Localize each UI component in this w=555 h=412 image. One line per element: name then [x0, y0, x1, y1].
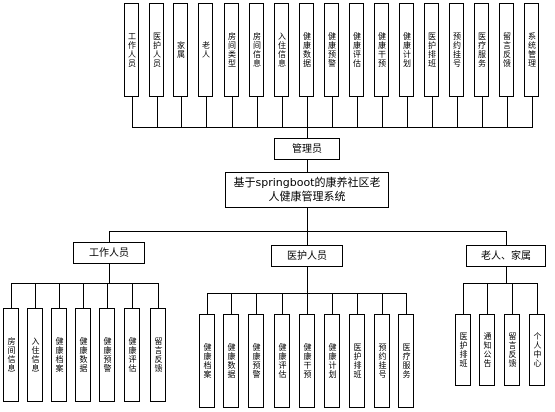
- medical-module-7: 预约挂号: [374, 314, 390, 408]
- top-module-15: 留言反馈: [499, 3, 514, 97]
- staff-module-6: 留言反馈: [150, 308, 166, 402]
- elder-module-1: 通知公告: [479, 314, 495, 386]
- top-module-12: 医护排班: [424, 3, 439, 97]
- root-system-node: 基于springboot的康养社区老人健康管理系统: [225, 172, 389, 208]
- staff-module-1: 入住信息: [27, 308, 43, 402]
- branch-elder-family: 老人、家属: [466, 245, 546, 267]
- medical-module-8: 医疗服务: [398, 314, 414, 408]
- medical-module-0: 健康档案: [199, 314, 215, 408]
- elder-module-3: 个人中心: [529, 314, 545, 386]
- top-module-2: 家属: [173, 3, 188, 97]
- top-module-7: 健康数据: [299, 3, 314, 97]
- elder-module-2: 留言反馈: [504, 314, 520, 386]
- staff-module-3: 健康数据: [75, 308, 91, 402]
- staff-module-2: 健康档案: [51, 308, 67, 402]
- top-module-11: 健康计划: [399, 3, 414, 97]
- top-module-3: 老人: [198, 3, 213, 97]
- medical-module-2: 健康预警: [248, 314, 264, 408]
- medical-module-1: 健康数据: [223, 314, 239, 408]
- branch-staff: 工作人员: [73, 242, 145, 264]
- medical-module-6: 医护排班: [349, 314, 365, 408]
- staff-module-0: 房间信息: [3, 308, 19, 402]
- top-module-16: 系统管理: [524, 3, 539, 97]
- top-module-13: 预约挂号: [449, 3, 464, 97]
- branch-medical: 医护人员: [271, 245, 343, 267]
- admin-node: 管理员: [274, 138, 340, 160]
- top-module-10: 健康干预: [374, 3, 389, 97]
- elder-module-0: 医护排班: [455, 314, 471, 386]
- medical-module-3: 健康评估: [274, 314, 290, 408]
- staff-module-4: 健康预警: [99, 308, 115, 402]
- top-module-4: 房间类型: [224, 3, 239, 97]
- top-module-1: 医护人员: [149, 3, 164, 97]
- medical-module-4: 健康干预: [299, 314, 315, 408]
- staff-module-5: 健康评估: [124, 308, 140, 402]
- top-module-14: 医疗服务: [474, 3, 489, 97]
- medical-module-5: 健康计划: [324, 314, 340, 408]
- top-module-8: 健康预警: [324, 3, 339, 97]
- top-module-6: 入住信息: [274, 3, 289, 97]
- top-module-5: 房间信息: [249, 3, 264, 97]
- top-module-0: 工作人员: [124, 3, 139, 97]
- top-module-9: 健康评估: [349, 3, 364, 97]
